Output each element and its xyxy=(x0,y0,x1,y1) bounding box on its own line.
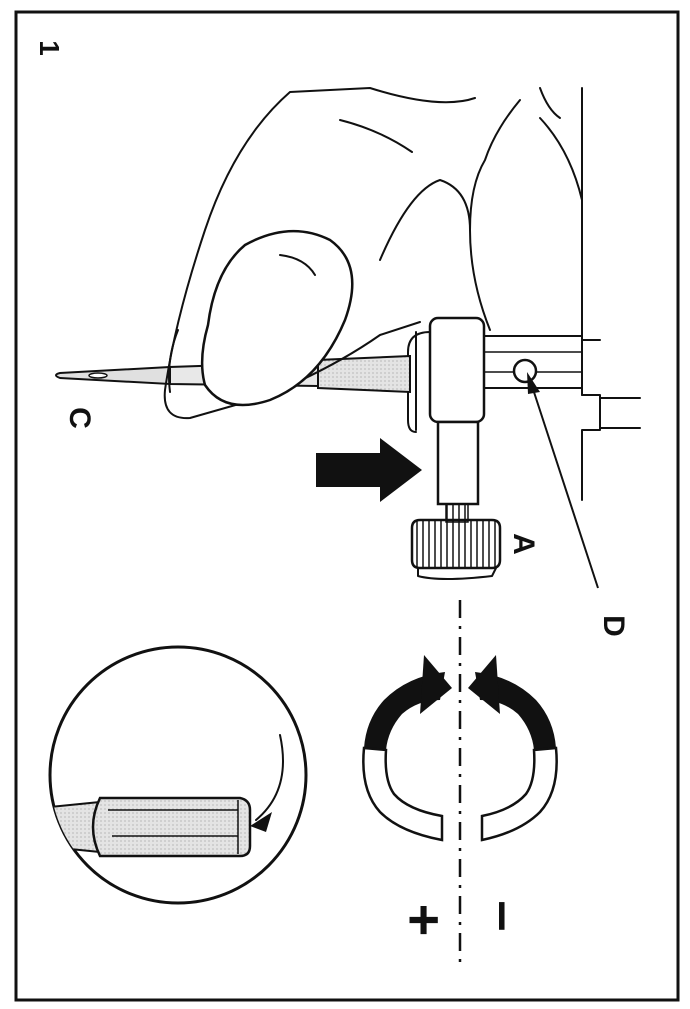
rotate-counterclockwise-arrow xyxy=(468,655,558,842)
page-border xyxy=(14,10,680,1002)
leader-line-d xyxy=(527,372,599,589)
figure-number: 1 xyxy=(34,40,65,56)
detail-circle-b xyxy=(48,645,308,905)
needle-clamp-screw[interactable] xyxy=(410,420,502,580)
plus-sign: + xyxy=(393,904,456,937)
needle-clamp xyxy=(407,316,486,433)
finger xyxy=(163,87,583,420)
push-arrow xyxy=(316,438,422,502)
minus-sign: – xyxy=(475,900,538,931)
machine-head xyxy=(539,87,641,501)
rotate-clockwise-arrow xyxy=(362,655,452,842)
needle-hole xyxy=(512,358,538,384)
label-c: C xyxy=(63,407,96,429)
label-a: A xyxy=(507,533,540,555)
label-d: D xyxy=(597,615,630,637)
